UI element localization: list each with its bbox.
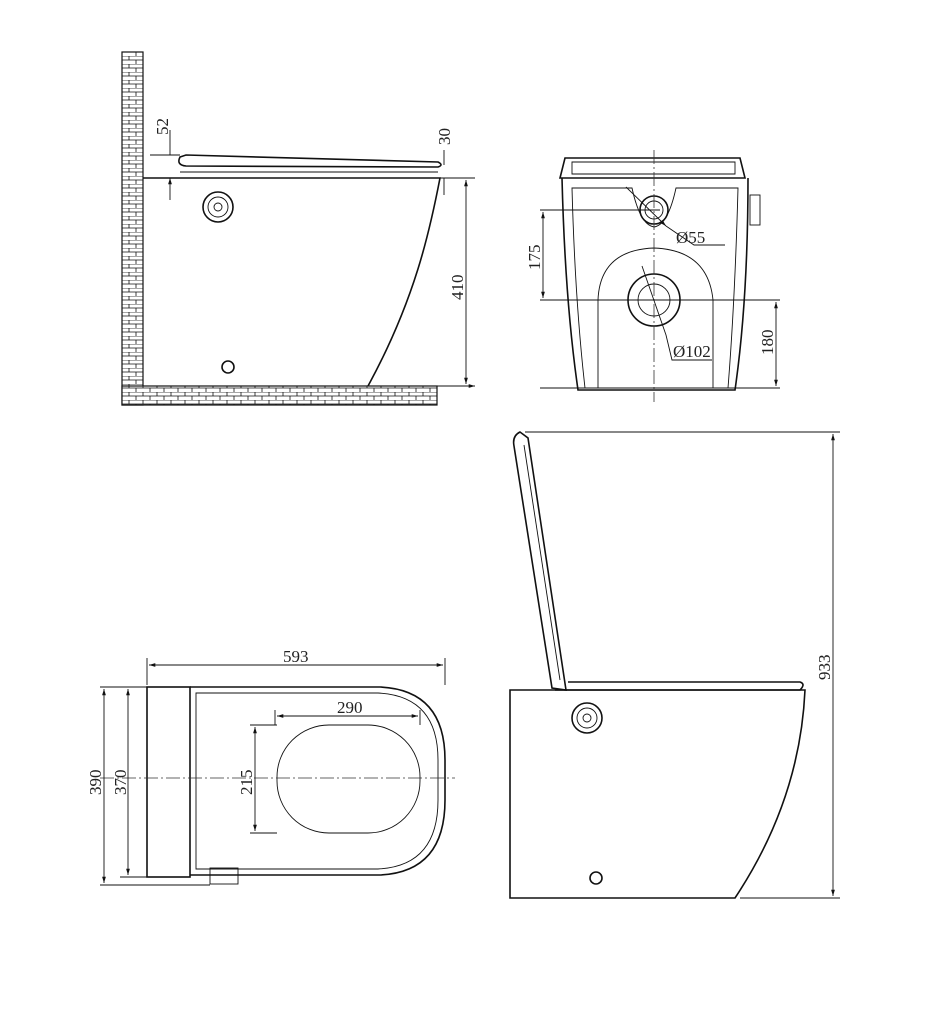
dim-total-height: 933 bbox=[815, 655, 834, 681]
side-connector bbox=[749, 194, 761, 226]
toilet-body bbox=[143, 177, 441, 387]
seat-top bbox=[558, 157, 747, 179]
toilet-body-open bbox=[509, 689, 806, 899]
dim-inlet-height: 175 bbox=[525, 245, 544, 271]
floor-bricks bbox=[121, 385, 438, 406]
tank-box bbox=[146, 686, 191, 878]
water-inlet-hole bbox=[589, 871, 603, 885]
dim-opening-width: 215 bbox=[237, 770, 256, 796]
seat bbox=[555, 681, 804, 691]
connector bbox=[209, 867, 239, 885]
dim-outlet-height: 180 bbox=[758, 330, 777, 356]
control-knob-icon bbox=[202, 191, 234, 223]
top-view: 593 290 215 370 390 bbox=[86, 647, 455, 886]
seat-lid bbox=[178, 154, 442, 168]
dim-seat: 52 bbox=[153, 118, 172, 135]
water-inlet-hole bbox=[221, 360, 235, 374]
bowl-outline bbox=[190, 686, 446, 876]
dim-inlet-diameter: Ø55 bbox=[676, 228, 705, 247]
dim-width-outer: 390 bbox=[86, 770, 105, 796]
dim-outlet-diameter: Ø102 bbox=[673, 342, 711, 361]
dim-width-inner: 370 bbox=[111, 770, 130, 796]
open-lid bbox=[512, 431, 567, 691]
bowl-opening bbox=[276, 724, 421, 834]
control-knob-icon bbox=[571, 702, 603, 734]
dim-length: 593 bbox=[283, 647, 309, 666]
dim-height: 410 bbox=[448, 275, 467, 301]
side-view-wall: 52 30 410 bbox=[121, 51, 475, 406]
dim-opening-length: 290 bbox=[337, 698, 363, 717]
wall-bricks bbox=[121, 51, 144, 406]
back-view: Ø55 Ø102 175 180 bbox=[525, 150, 780, 402]
side-view-open: 933 bbox=[509, 431, 840, 899]
back-body bbox=[561, 177, 749, 391]
dim-lid: 30 bbox=[435, 128, 454, 145]
